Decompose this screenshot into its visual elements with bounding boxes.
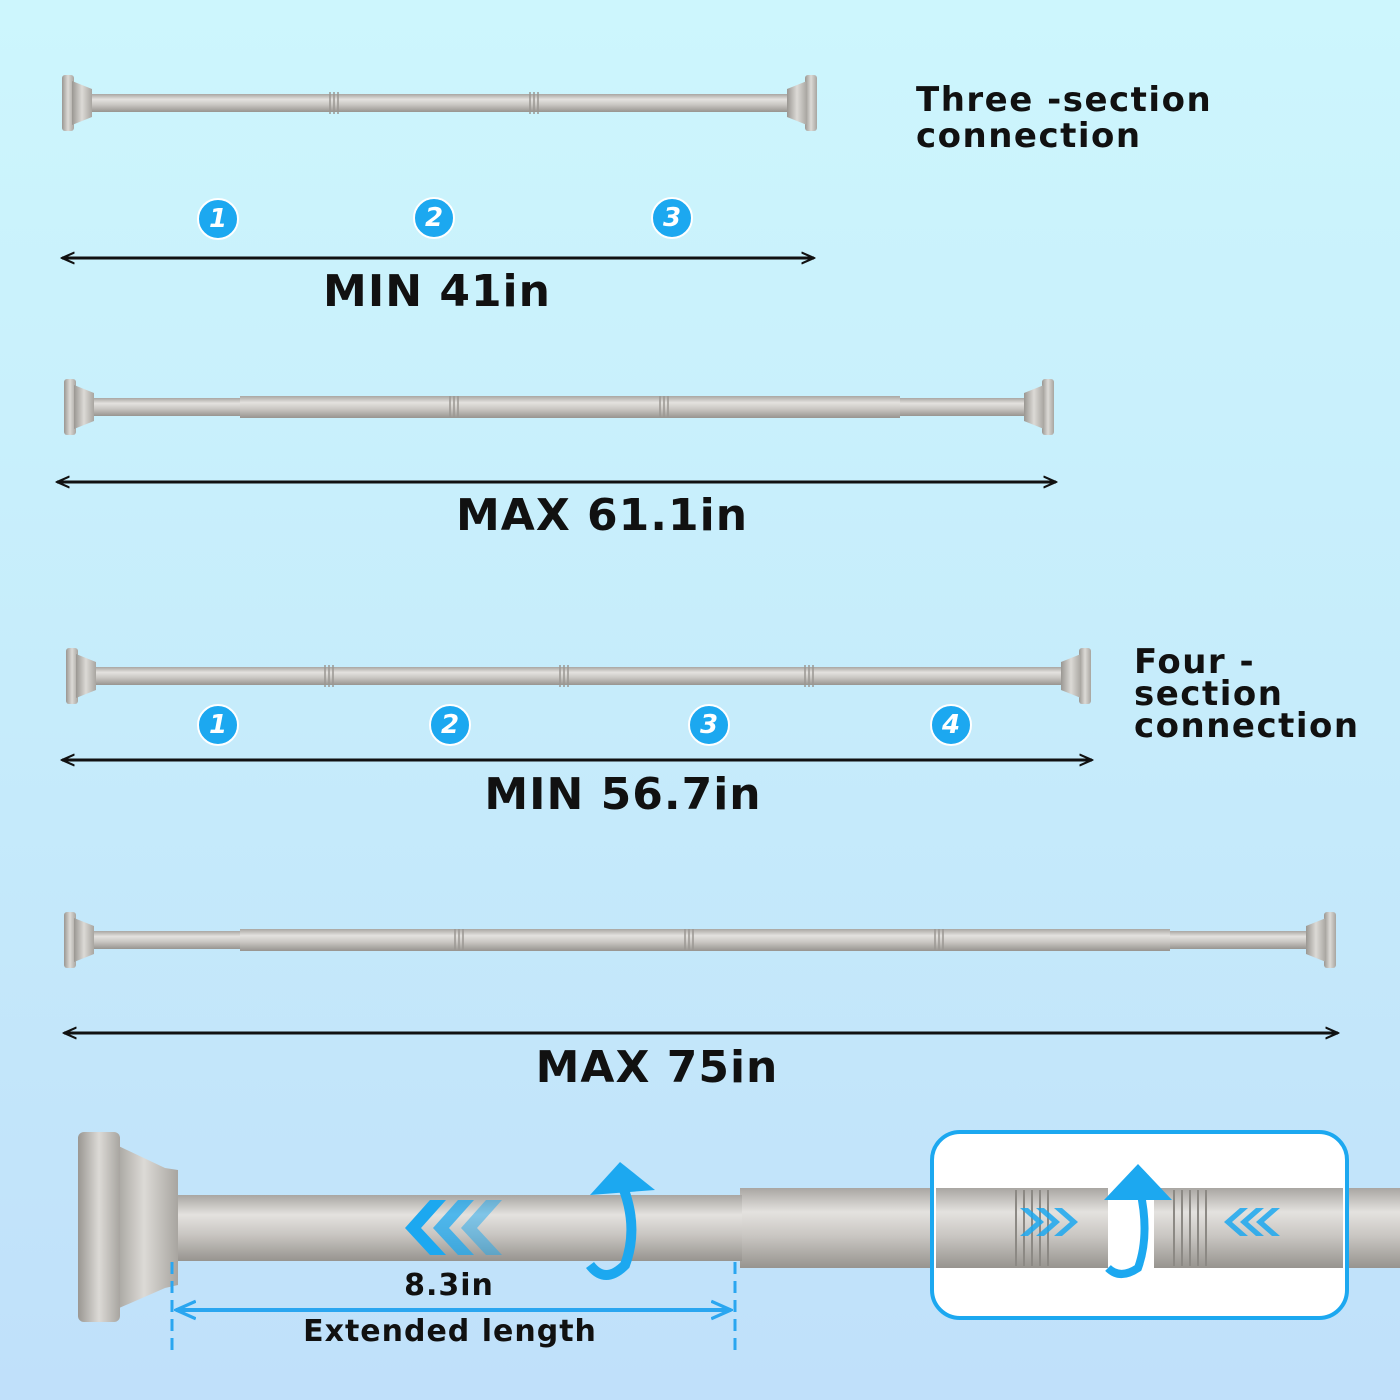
section-badge-3: 3 bbox=[651, 197, 693, 239]
tension-rod-3 bbox=[66, 648, 1091, 704]
tension-rod-1 bbox=[62, 75, 817, 131]
three-section-title: Three -section connection bbox=[916, 82, 1212, 154]
max-61-label: MAX 61.1in bbox=[455, 490, 749, 541]
min-56-label: MIN 56.7in bbox=[484, 769, 762, 820]
section-badge-2: 2 bbox=[413, 197, 455, 239]
title-line: Three -section bbox=[916, 80, 1213, 120]
section-badge-2: 2 bbox=[429, 704, 471, 746]
extended-value: 8.3in bbox=[404, 1268, 494, 1303]
extended-label: Extended length bbox=[303, 1314, 597, 1349]
section-badge-1: 1 bbox=[197, 704, 239, 746]
tension-rod-2 bbox=[64, 379, 1054, 435]
title-line: connection bbox=[1134, 706, 1360, 746]
zoom-detail-box bbox=[930, 1130, 1349, 1320]
tension-rod-4 bbox=[64, 912, 1336, 968]
min-41-label: MIN 41in bbox=[323, 266, 551, 317]
title-line: Four -section bbox=[1134, 642, 1284, 714]
four-section-title: Four -section connection bbox=[1134, 642, 1400, 746]
section-badge-3: 3 bbox=[688, 704, 730, 746]
title-line: connection bbox=[916, 116, 1142, 156]
section-badge-4: 4 bbox=[930, 704, 972, 746]
max-75-label: MAX 75in bbox=[535, 1042, 779, 1093]
section-badge-1: 1 bbox=[197, 198, 239, 240]
